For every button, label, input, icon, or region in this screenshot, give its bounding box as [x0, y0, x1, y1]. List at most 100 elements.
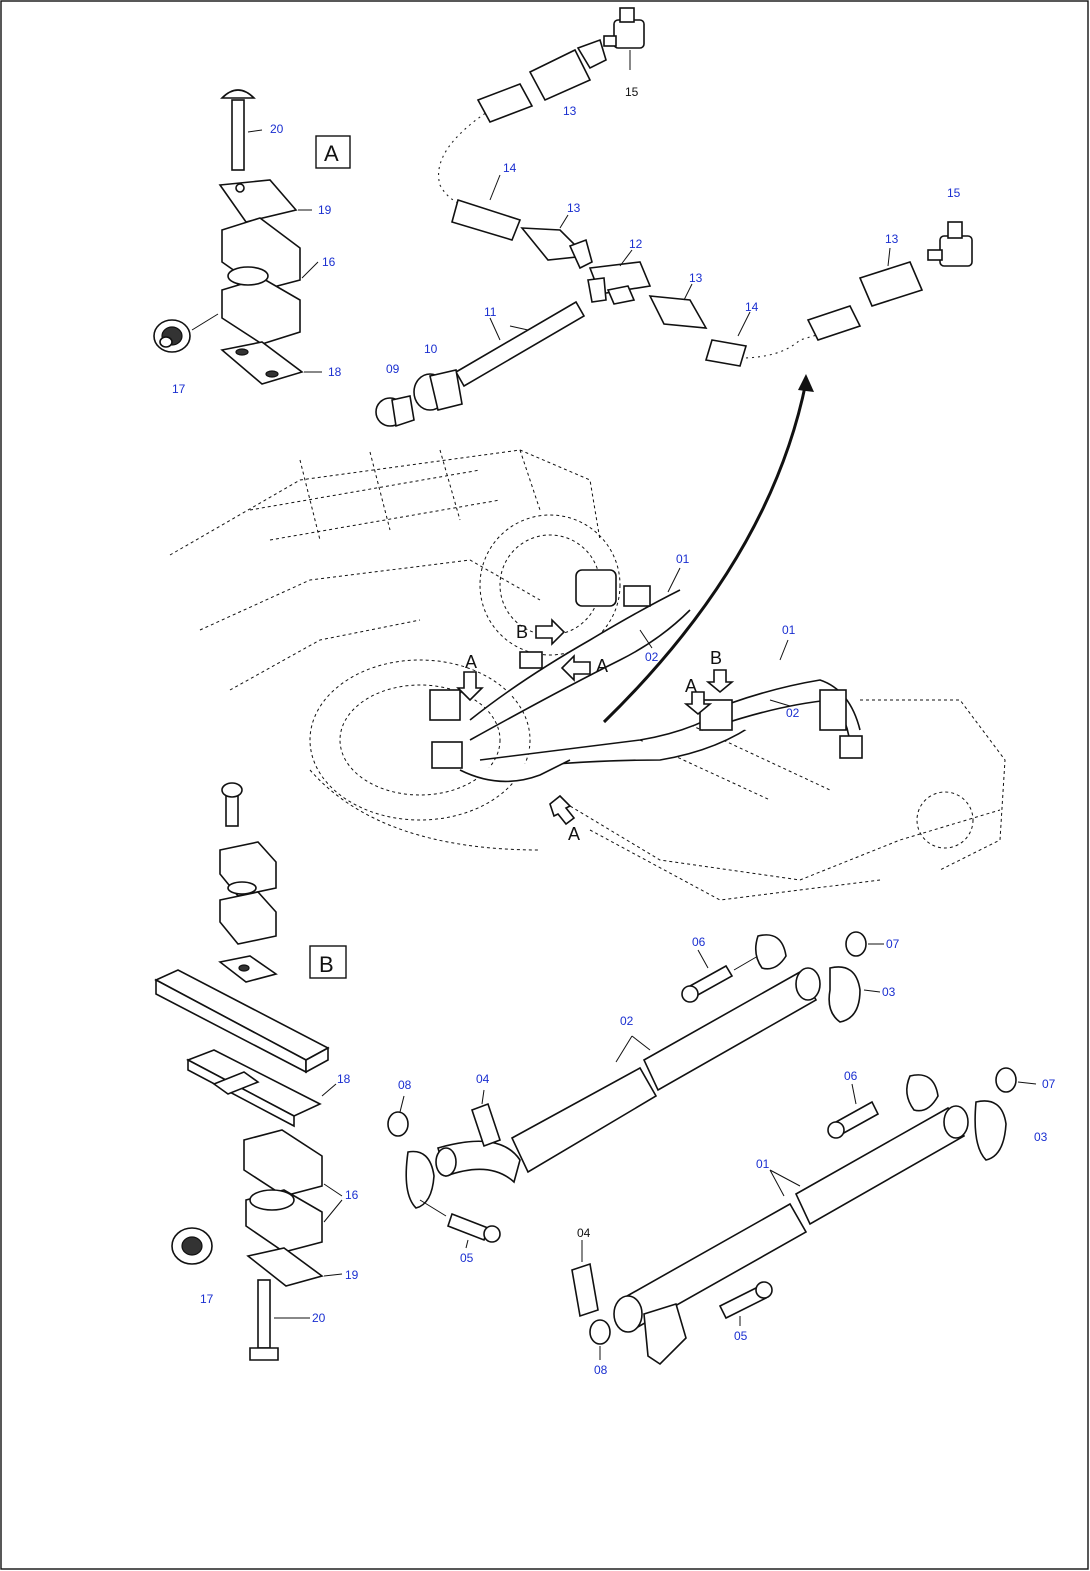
machine-hose-routing — [429, 569, 863, 783]
bolt-06-b — [827, 1100, 880, 1139]
bolt-small-b — [221, 782, 243, 827]
fitting-10 — [413, 369, 463, 411]
view-marker-b-2: B — [710, 648, 722, 668]
callout-05-b: 05 — [734, 1329, 748, 1343]
detail-b-frame — [309, 945, 347, 979]
callout-15-right: 15 — [947, 186, 961, 200]
elbow-bottom — [643, 1302, 687, 1366]
callout-17-top: 17 — [172, 382, 186, 396]
plate-19-bottom — [246, 1247, 324, 1287]
o-ring-08-b — [589, 1319, 611, 1345]
plate-19-top — [218, 179, 298, 223]
callout-14-b: 14 — [745, 300, 759, 314]
clip-06-b — [906, 1074, 939, 1112]
callout-14-a: 14 — [503, 161, 517, 175]
callout-13-a: 13 — [563, 104, 577, 118]
hose-assembly-02: 06 07 03 02 08 04 05 — [387, 931, 900, 1265]
callout-06-a: 06 — [692, 935, 706, 949]
grease-nipple-15-right — [927, 221, 973, 267]
hose-14-left — [451, 198, 522, 241]
hose-segment-top — [476, 83, 534, 123]
elbow-fitting — [437, 1140, 521, 1184]
view-marker-a-2: A — [596, 656, 608, 676]
callout-02-a: 02 — [645, 650, 659, 664]
bolt-06-a — [681, 964, 734, 1003]
hose-01-body-lower — [618, 1202, 808, 1330]
long-plate — [154, 969, 330, 1061]
view-marker-b-1: B — [516, 622, 528, 642]
callout-03-b: 03 — [1034, 1130, 1048, 1144]
callout-01-a: 01 — [676, 552, 690, 566]
coupling-13-mid — [648, 295, 708, 329]
callout-20-bottom: 20 — [312, 1311, 326, 1325]
callout-02-b: 02 — [786, 706, 800, 720]
fitting-09 — [375, 395, 415, 428]
callout-12: 12 — [629, 237, 643, 251]
callout-08-b: 08 — [594, 1363, 608, 1377]
machine-frame-outline — [169, 449, 1006, 901]
flange-03-b — [974, 1100, 1007, 1161]
detail-a-frame — [315, 135, 351, 169]
callout-20-top: 20 — [270, 122, 284, 136]
nut-17-bottom — [171, 1227, 213, 1265]
callout-01-b: 01 — [782, 623, 796, 637]
clamp-16-upper-b — [243, 1129, 323, 1197]
callout-17-bottom: 17 — [200, 1292, 214, 1306]
clip-06-top — [754, 934, 787, 970]
callout-04-b: 04 — [577, 1226, 591, 1240]
callout-16-bottom: 16 — [345, 1188, 359, 1202]
grease-nipple-15-top — [603, 7, 645, 70]
pointer-arrow — [602, 381, 808, 724]
hose-assembly-01: 06 07 03 01 04 05 08 — [571, 1067, 1056, 1377]
callout-08-a: 08 — [398, 1078, 412, 1092]
detail-a-clamp-assembly: A 20 19 16 18 17 — [153, 89, 351, 396]
bolt-05-a — [447, 1212, 501, 1243]
callout-19-bottom: 19 — [345, 1268, 359, 1282]
clip-04-b — [571, 1262, 599, 1318]
callout-02-c: 02 — [620, 1014, 634, 1028]
o-ring-07-b — [995, 1067, 1017, 1093]
hose-14-right — [704, 339, 748, 367]
clip-04-a — [470, 1102, 502, 1148]
o-ring-08-a — [387, 1111, 409, 1137]
callout-07-a: 07 — [886, 937, 900, 951]
callout-16-top: 16 — [322, 255, 336, 269]
pipe-11 — [454, 300, 586, 388]
callout-07-b: 07 — [1042, 1077, 1056, 1091]
view-marker-a-1: A — [465, 652, 477, 672]
callout-09: 09 — [386, 362, 400, 376]
callout-13-c: 13 — [689, 271, 703, 285]
small-clamp-lower — [219, 891, 277, 945]
flange-03-a — [828, 966, 861, 1023]
clamp-halves-16-top — [221, 217, 301, 345]
hose-02-body — [510, 1066, 658, 1174]
arrow-head — [798, 374, 814, 392]
hose-segment-right — [806, 305, 862, 341]
callout-18-top: 18 — [328, 365, 342, 379]
plate-18-top — [220, 341, 304, 385]
bolt-05-b — [718, 1281, 773, 1320]
callout-03-a: 03 — [882, 985, 896, 999]
detail-b-clamp-assembly: B 18 16 19 17 20 — [154, 782, 359, 1361]
coupling-13-top — [528, 48, 592, 102]
detail-b-label: B — [319, 952, 334, 977]
callout-11: 11 — [484, 305, 497, 319]
tee-12 — [587, 249, 652, 305]
bolt-20-bottom — [249, 1279, 310, 1361]
view-marker-a-3: A — [685, 676, 697, 696]
callout-19-top: 19 — [318, 203, 332, 217]
bolt-20-top — [220, 89, 263, 171]
coupling-13-right — [858, 261, 924, 307]
callout-05-a: 05 — [460, 1251, 474, 1265]
o-ring-07-a — [845, 931, 867, 957]
callout-06-b: 06 — [844, 1069, 858, 1083]
callout-04-a: 04 — [476, 1072, 490, 1086]
callout-10: 10 — [424, 342, 438, 356]
callout-13-d: 13 — [885, 232, 899, 246]
callout-01-c: 01 — [756, 1157, 770, 1171]
view-markers: A A A A B B — [456, 618, 735, 844]
callout-13-b: 13 — [567, 201, 581, 215]
view-marker-a-4: A — [568, 824, 580, 844]
